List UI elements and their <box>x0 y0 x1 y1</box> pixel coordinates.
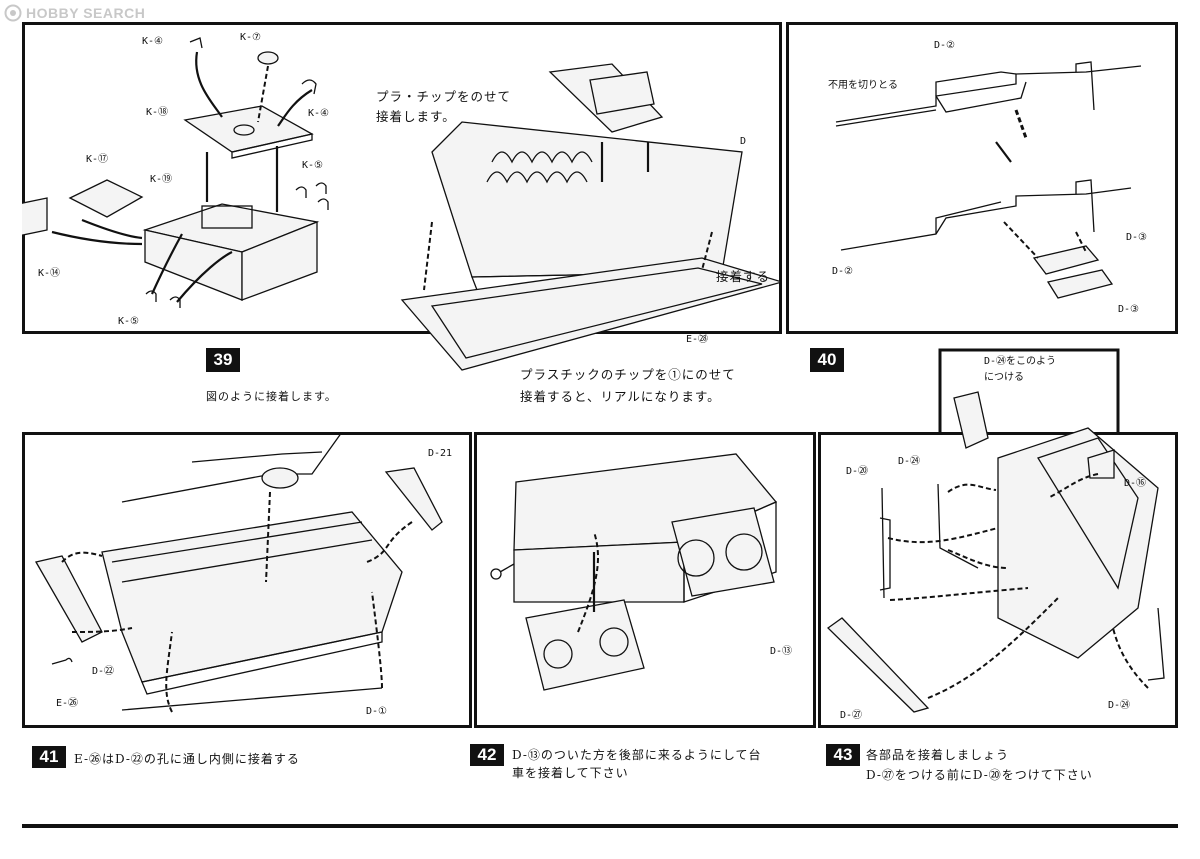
step-41-caption: E-㉖はD-㉒の孔に通し内側に接着する <box>74 752 300 766</box>
note-plastic-1: プラスチックのチップを①にのせて <box>520 367 736 382</box>
label-d27: D-㉗ <box>840 710 863 721</box>
label-k18: K-⑱ <box>146 107 169 118</box>
label-k4-right: K-④ <box>308 108 330 119</box>
step-42-caption-2: 車を接着して下さい <box>512 766 629 780</box>
step-42-badge: 42 <box>470 744 504 766</box>
label-d22: D-㉒ <box>92 666 115 677</box>
label-k5-right: K-⑤ <box>302 160 324 171</box>
bottom-rule <box>22 824 1178 828</box>
label-d20: D-⑳ <box>846 466 869 477</box>
step-42-illustration <box>490 453 778 691</box>
note-chip-1: プラ・チップをのせて <box>376 89 512 104</box>
step-43-illustration <box>826 348 1165 713</box>
label-d: D <box>740 136 747 147</box>
label-k5-bottom: K-⑤ <box>118 316 140 327</box>
label-d3-top: D-③ <box>1126 232 1148 243</box>
note-plastic-2: 接着すると、リアルになります。 <box>520 389 721 404</box>
label-e28: E-㉘ <box>686 334 709 345</box>
label-d3-bottom: D-③ <box>1118 304 1140 315</box>
label-d16: D-⑯ <box>1124 478 1147 489</box>
step-43-caption-1: 各部品を接着しましょう <box>866 748 1010 762</box>
step-41-badge: 41 <box>32 746 66 768</box>
step-40-badge: 40 <box>810 348 844 372</box>
logo-icon <box>4 4 22 22</box>
label-k4-top: K-④ <box>142 36 164 47</box>
watermark-text: HOBBY SEARCH <box>26 5 146 21</box>
label-d21: D-21 <box>428 448 453 459</box>
label-d24-inset-2: につける <box>984 372 1024 383</box>
step-41-illustration <box>34 432 443 713</box>
step-43-caption-2: D-㉗をつける前にD-⑳をつけて下さい <box>866 768 1093 782</box>
label-e26: E-㉖ <box>56 698 79 709</box>
step-39-illustration <box>22 37 782 371</box>
label-d13: D-⑬ <box>770 646 793 657</box>
label-k14: K-⑭ <box>38 268 61 279</box>
label-d2-bottom: D-② <box>832 266 854 277</box>
step-43-badge: 43 <box>826 744 860 766</box>
label-d24-bottom: D-㉔ <box>1108 700 1131 711</box>
label-cut-off: 不用を切りとる <box>828 80 898 91</box>
watermark-logo: HOBBY SEARCH <box>4 4 145 22</box>
label-k17: K-⑰ <box>86 154 109 165</box>
step-40-illustration <box>835 61 1142 299</box>
label-d24-inset-1: D-㉔をこのよう <box>984 356 1057 367</box>
note-glue: 接着する <box>716 269 771 284</box>
label-k19: K-⑲ <box>150 174 173 185</box>
step-39-badge: 39 <box>206 348 240 372</box>
label-d1: D-① <box>366 706 388 717</box>
label-k7: K-⑦ <box>240 32 262 43</box>
label-d24-top: D-㉔ <box>898 456 921 467</box>
label-d2-top: D-② <box>934 40 956 51</box>
note-chip-2: 接着します。 <box>376 109 456 124</box>
step-39-caption: 図のように接着します。 <box>206 390 337 403</box>
step-40-panel <box>786 22 1178 334</box>
step-42-caption-1: D-⑬のついた方を後部に来るようにして台 <box>512 748 762 762</box>
